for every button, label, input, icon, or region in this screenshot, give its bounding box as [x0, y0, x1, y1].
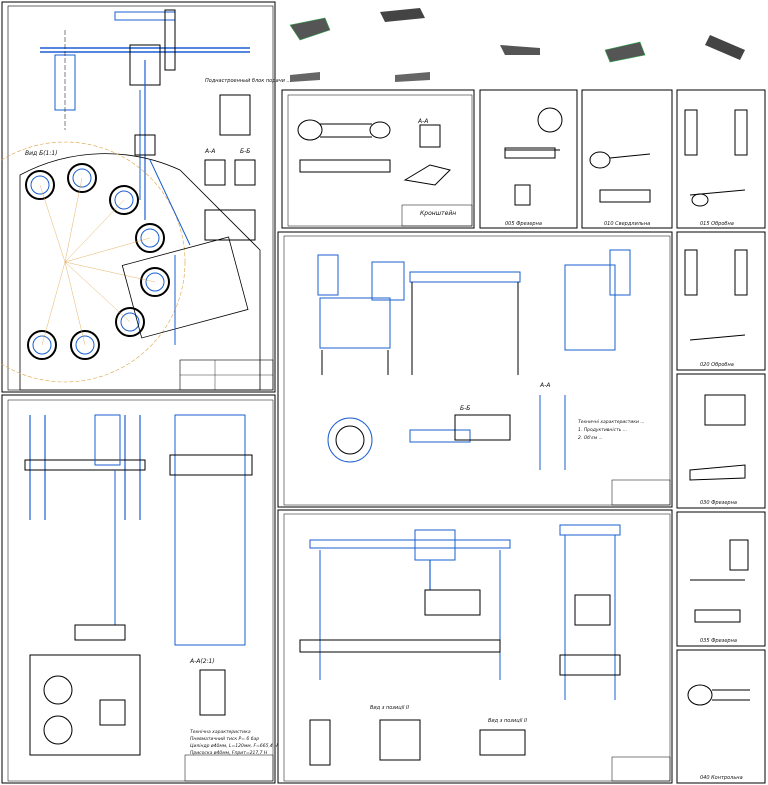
- gripper-line-0: Пневматичний тиск P= 6 бар: [190, 737, 260, 742]
- op-label-020: 020 Обробна: [700, 362, 734, 368]
- sheet-op-020: [676, 231, 766, 371]
- 3d-part-views: [289, 8, 745, 82]
- op-label-035: 035 Фрезерна: [700, 638, 737, 644]
- machine-note-2: 2. Об'єм ...: [578, 436, 603, 441]
- sheet-rotary-table: [0, 1, 276, 393]
- manip-view-label-2: Вид з позиції ІІ: [488, 718, 527, 724]
- sheet-op-035: [676, 511, 766, 647]
- gripper-line-2: Присоска ø40мм, Fприт=217,7 Н: [190, 751, 268, 756]
- bracket-section-label: А-А: [418, 118, 429, 125]
- sheet-gripper: [1, 394, 276, 784]
- sheet-machine-general: [277, 231, 673, 508]
- manip-view-label: Вид з позиції ІІ: [370, 705, 409, 711]
- sheet-bracket: [281, 89, 475, 229]
- view-label: Вид Б(1:1): [25, 150, 58, 157]
- sheet-op-040: [676, 649, 766, 784]
- section-bb-label: Б-Б: [240, 148, 251, 155]
- section-aa-label: А-А: [205, 148, 216, 155]
- machine-note-0: Техничні характеристики ...: [578, 420, 645, 425]
- bracket-title: Кронштейн: [420, 210, 457, 217]
- sheet-op-030: [676, 373, 766, 509]
- machine-note-1: 1. Продуктивність ...: [578, 428, 628, 433]
- note-label: Поднастроенный блок подачи ...: [205, 78, 292, 84]
- gripper-line-1: Циліндр ø40мм, L=120мм, F=665,4 Н: [190, 744, 278, 749]
- op-label-040: 040 Контрольна: [700, 775, 743, 781]
- op-label-030: 030 Фрезерна: [700, 500, 737, 506]
- sheet-op-010: [581, 89, 673, 229]
- sheet-op-005: [479, 89, 578, 229]
- gripper-section: А-А(2:1): [190, 658, 215, 665]
- machine-section-bb: Б-Б: [460, 405, 471, 412]
- gripper-title: Технічна характеристика: [190, 730, 251, 735]
- sheet-manipulator: [277, 509, 673, 784]
- sheet-op-015: [676, 89, 766, 229]
- op-label-015: 015 Обробна: [700, 221, 734, 227]
- machine-section-aa: А-А: [540, 382, 551, 389]
- op-label-005: 005 Фрезерна: [505, 221, 542, 227]
- op-label-010: 010 Свердлильна: [604, 221, 651, 227]
